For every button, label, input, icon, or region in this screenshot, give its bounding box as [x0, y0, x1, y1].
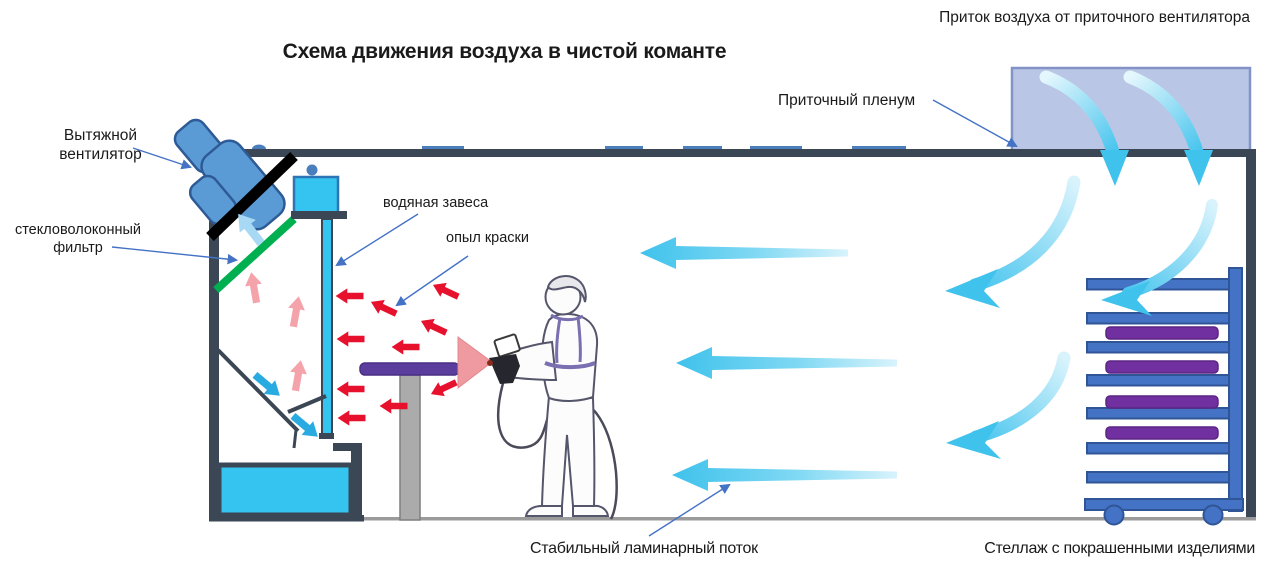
- curved-airflow-arrowhead: [1101, 281, 1152, 316]
- paint-cup: [493, 333, 521, 358]
- gun-nozzle: [487, 360, 493, 366]
- rack-shelves: [1086, 278, 1231, 484]
- exhaust-fan-leader: [132, 147, 192, 170]
- laminar-flow-arrow: [640, 237, 848, 269]
- laminar-flow-arrow: [672, 459, 897, 491]
- overspray-label: опыл краски: [446, 230, 529, 246]
- fiberglass-filter: [213, 216, 297, 293]
- booth-floor: [209, 515, 364, 522]
- water-curtain-leader: [335, 213, 419, 267]
- painter-shoe: [572, 504, 610, 517]
- rack-shelf: [1086, 471, 1231, 484]
- rack-items: [1105, 326, 1219, 440]
- painted-item: [1105, 395, 1219, 409]
- label-leader-lines: [111, 99, 1018, 537]
- filter-leader: [111, 246, 239, 265]
- plenum-label: Приточный пленум: [778, 92, 916, 109]
- painted-items-rack: [1084, 267, 1244, 526]
- red-overspray-arrow: [417, 313, 450, 340]
- red-overspray-arrow: [336, 381, 365, 397]
- painter-hair: [546, 275, 587, 303]
- rack-shelf: [1086, 341, 1231, 354]
- booth-downdraft-arrow-group: [249, 368, 324, 444]
- water-curtain-panel: [321, 218, 333, 438]
- right-wall: [1246, 152, 1256, 520]
- red-overspray-arrow: [429, 277, 462, 304]
- laminar-leader: [648, 483, 731, 537]
- deflector-vanes: [216, 348, 327, 449]
- rack-label: Стеллаж с покрашенными изделиями: [984, 540, 1255, 557]
- laminar-flow-arrows: [640, 237, 897, 491]
- updraft-arrow-group: [242, 270, 310, 393]
- rack-shelf: [1086, 312, 1231, 325]
- booth-top-panel: [206, 152, 298, 241]
- sprinkler-head: [306, 164, 318, 176]
- floor: [209, 517, 1256, 521]
- supply-air-label: Приток воздуха от приточного вентилятора: [939, 9, 1250, 26]
- laminar-flow-arrow: [676, 347, 897, 379]
- rack-shelf: [1086, 374, 1231, 387]
- red-overspray-arrow: [391, 339, 420, 355]
- supply-airflow-arrows: [945, 70, 1218, 459]
- spray-booth: [206, 152, 362, 520]
- fiberglass-filter-label: стекловолоконный фильтр: [14, 222, 142, 257]
- rack-wheel: [1103, 504, 1125, 526]
- exhaust-fan: [173, 118, 286, 231]
- room-frame: [209, 149, 1256, 522]
- overspray-leader: [395, 255, 469, 307]
- pink-updraft-arrow: [287, 358, 310, 393]
- table-top: [359, 362, 460, 376]
- spray-gun: [487, 333, 521, 384]
- painted-item: [1105, 360, 1219, 374]
- red-overspray-arrow: [367, 294, 400, 321]
- gun-body: [489, 354, 520, 384]
- red-overspray-arrow: [427, 375, 460, 402]
- painter-figure: [496, 275, 618, 520]
- plenum-airflow-arrowhead: [1100, 150, 1129, 186]
- rack-wheel: [1202, 504, 1224, 526]
- rack-post: [1228, 267, 1243, 512]
- diagram-title: Схема движения воздуха в чистой команте: [282, 40, 727, 63]
- exhaust-fan-label: Вытяжной вентилятор: [59, 127, 142, 164]
- plenum-leader: [932, 99, 1018, 148]
- plenum-airflow-arrow: [1123, 70, 1204, 159]
- overspray-arrow-group: [335, 277, 462, 426]
- curtain-cap: [319, 433, 334, 439]
- red-overspray-arrow: [336, 331, 365, 347]
- curved-airflow-arrow: [968, 175, 1081, 292]
- left-wall: [209, 150, 219, 520]
- pink-updraft-arrow: [285, 294, 308, 329]
- painted-item: [1105, 426, 1219, 440]
- painted-item: [1105, 326, 1219, 340]
- painter-shoe: [524, 505, 563, 517]
- table-pedestal: [399, 374, 421, 521]
- red-overspray-arrow: [335, 288, 364, 304]
- pink-updraft-arrow: [242, 270, 265, 305]
- water-curtain-label: водяная завеса: [383, 195, 489, 211]
- rack-shelf: [1086, 407, 1231, 420]
- tank-ledge: [291, 211, 347, 219]
- water-tank: [292, 175, 340, 215]
- painter-straps: [544, 313, 596, 370]
- painter-legs: [540, 394, 596, 507]
- rack-base-rail: [1084, 498, 1244, 511]
- plenum-airflow-arrowhead: [1184, 150, 1213, 186]
- plenum-airflow-arrow: [1039, 70, 1120, 159]
- booth-sill: [333, 443, 362, 520]
- spray-cone: [457, 336, 493, 390]
- rack-shelf: [1086, 442, 1231, 455]
- water-basin: [216, 462, 354, 518]
- red-overspray-arrow: [337, 410, 366, 426]
- laminar-flow-label: Стабильный ламинарный поток: [530, 540, 758, 557]
- curved-airflow-arrowhead: [945, 269, 1000, 308]
- ceiling: [209, 149, 1256, 157]
- curved-airflow-arrowhead: [946, 421, 1001, 459]
